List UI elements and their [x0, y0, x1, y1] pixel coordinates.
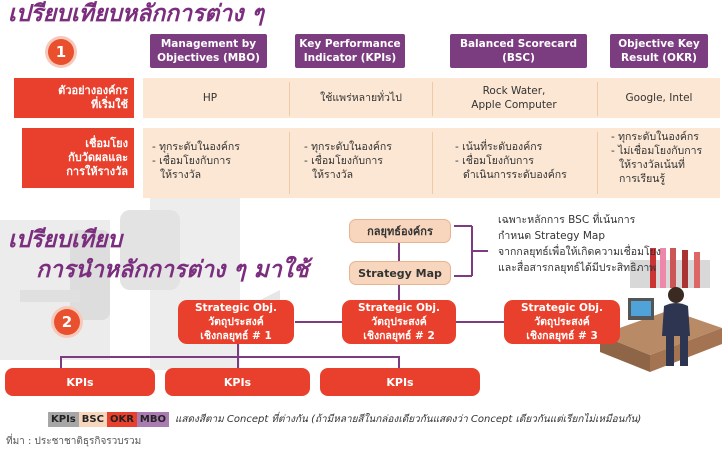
cell-kpis-linkage: - ทุกระดับในองค์กร - เชื่อมโยงกับการ ให้…	[304, 141, 392, 181]
col-header-kpis: Key Performance Indicator (KPIs)	[295, 34, 405, 68]
corporate-strategy-box: กลยุทธ์องค์กร	[349, 219, 451, 243]
cell-mbo-examples: HP	[202, 92, 218, 104]
strategic-objective-2: Strategic Obj. วัตถุประสงค์ เชิงกลยุทธ์ …	[342, 300, 456, 344]
connector-line	[60, 356, 400, 358]
connector-line	[456, 321, 504, 323]
row-divider	[289, 132, 290, 194]
legend-chip-mbo: MBO	[136, 412, 169, 427]
strategy-map-box: Strategy Map	[349, 261, 451, 285]
connector-line	[398, 356, 400, 368]
row-divider	[432, 82, 433, 116]
cell-mbo-linkage: - ทุกระดับในองค์กร - เชื่อมโยงกับการ ให้…	[152, 141, 240, 181]
legend-chip-okr: OKR	[106, 412, 137, 427]
kpi-box-1: KPIs	[5, 368, 155, 396]
section1-number-badge: 1	[48, 39, 74, 65]
row2-background	[143, 128, 720, 198]
cell-bsc-examples: Rock Water, Apple Computer	[471, 85, 557, 111]
kpi-box-3: KPIs	[320, 368, 480, 396]
legend-chip-bsc: BSC	[78, 412, 107, 427]
row1-background	[143, 78, 720, 118]
section2-title-line2: การนำหลักการต่าง ๆ มาใช้	[36, 257, 309, 283]
connector-line	[237, 356, 239, 368]
cell-okr-linkage: - ทุกระดับในองค์กร - ไม่เชื่อมโยงกับการ …	[611, 131, 703, 185]
row-divider	[432, 132, 433, 194]
section2-title-line1: เปรียบเทียบ	[8, 227, 122, 253]
row-divider	[597, 132, 598, 194]
legend-text: แสดงสีตาม Concept ที่ต่างกัน (ถ้ามีหลายส…	[174, 414, 642, 425]
cell-kpis-examples: ใช้แพร่หลายทั่วไป	[320, 92, 402, 104]
legend-chip-kpis: KPIs	[48, 412, 79, 427]
connector-line	[398, 284, 400, 300]
connector-line	[295, 321, 343, 323]
row-header-link-rewards: เชื่อมโยง กับวัดผลและ การให้รางวัล	[22, 128, 134, 188]
col-header-mbo: Management by Objectives (MBO)	[150, 34, 267, 68]
office-worker-illustration	[600, 248, 722, 372]
source-credit: ที่มา : ประชาชาติธุรกิจรวบรวม	[6, 436, 142, 447]
row-divider	[597, 82, 598, 116]
section1-title: เปรียบเทียบหลักการต่าง ๆ	[8, 1, 264, 27]
col-header-okr: Objective Key Result (OKR)	[610, 34, 708, 68]
legend: KPIs BSC OKR MBO แสดงสีตาม Concept ที่ต่…	[48, 412, 641, 427]
bsc-strategy-map-note: เฉพาะหลักการ BSC ที่เน้นการ กำหนด Strate…	[498, 214, 661, 274]
connector-line	[237, 344, 239, 356]
row-divider	[289, 82, 290, 116]
strategic-objective-1: Strategic Obj. วัตถุประสงค์ เชิงกลยุทธ์ …	[178, 300, 294, 344]
cell-bsc-linkage: - เน้นที่ระดับองค์กร - เชื่อมโยงกับการ ด…	[455, 141, 567, 181]
strategic-objective-3: Strategic Obj. วัตถุประสงค์ เชิงกลยุทธ์ …	[504, 300, 620, 344]
connector-line	[60, 356, 62, 368]
kpi-box-2: KPIs	[165, 368, 310, 396]
section2-number-badge: 2	[54, 309, 80, 335]
cell-okr-examples: Google, Intel	[625, 92, 693, 104]
row-header-example-orgs: ตัวอย่างองค์กร ที่เริ่มใช้	[14, 78, 134, 118]
brace-arrow-icon	[454, 225, 488, 277]
connector-line	[398, 243, 400, 261]
col-header-bsc: Balanced Scorecard (BSC)	[450, 34, 587, 68]
